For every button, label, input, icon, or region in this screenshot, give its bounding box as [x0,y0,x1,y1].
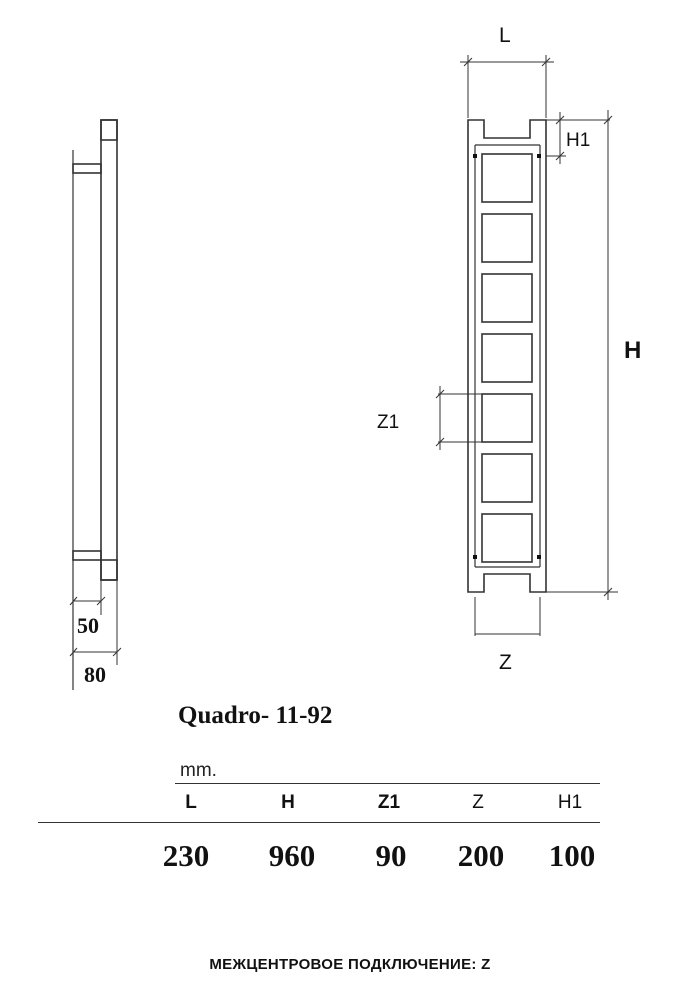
side-dim-50-label: 50 [77,613,99,638]
radiator-cell [481,273,533,323]
radiator-cell [481,513,533,563]
connection-points [473,154,541,559]
radiator-cell [481,333,533,383]
dim-L-label: L [499,24,511,47]
dimension-L [460,55,554,118]
header-L: L [185,792,197,813]
header-H1: H1 [557,792,583,813]
header-H: H [281,792,295,813]
table-top-rule [175,783,600,784]
side-dimension-80 [69,647,122,657]
header-Z: Z [472,792,484,813]
connection-dot [473,154,477,158]
radiator-outline [467,119,547,593]
value-H1: 100 [548,838,596,873]
radiator-cell [481,213,533,263]
dim-Z1-label: Z1 [377,412,399,433]
side-view [72,119,118,690]
dim-Z-label: Z [499,651,512,674]
connection-dot [473,555,477,559]
model-title: Quadro- 11-92 [178,702,333,729]
dimension-Z1 [435,386,482,450]
dimension-Z [474,597,541,636]
side-dim-80-label: 80 [84,662,106,687]
connection-dot [537,555,541,559]
table-header-rule [38,822,600,823]
radiator-cell [481,393,533,443]
radiator-cell [481,153,533,203]
side-bracket-top [72,163,102,174]
front-view [467,119,547,593]
side-panel-cap-bottom [100,559,118,581]
value-L: 230 [162,838,210,873]
value-Z1: 90 [375,838,407,873]
side-bracket-bottom [72,550,102,561]
dimension-H1 [546,112,610,164]
value-Z: 200 [457,838,505,873]
side-dimension-50 [69,596,106,606]
value-H: 960 [268,838,316,873]
dim-H1-label: H1 [566,130,590,151]
side-panel [100,119,118,581]
technical-drawing: 50 80 L [69,24,641,690]
connection-note: МЕЖЦЕНТРОВОЕ ПОДКЛЮЧЕНИЕ: Z [209,956,491,973]
connection-dot [537,154,541,158]
side-panel-cap-top [100,119,118,141]
radiator-cell [481,453,533,503]
dim-H-label: H [624,337,641,364]
units-label: mm. [180,760,217,781]
dimension-H [546,110,618,600]
header-Z1: Z1 [377,792,401,813]
